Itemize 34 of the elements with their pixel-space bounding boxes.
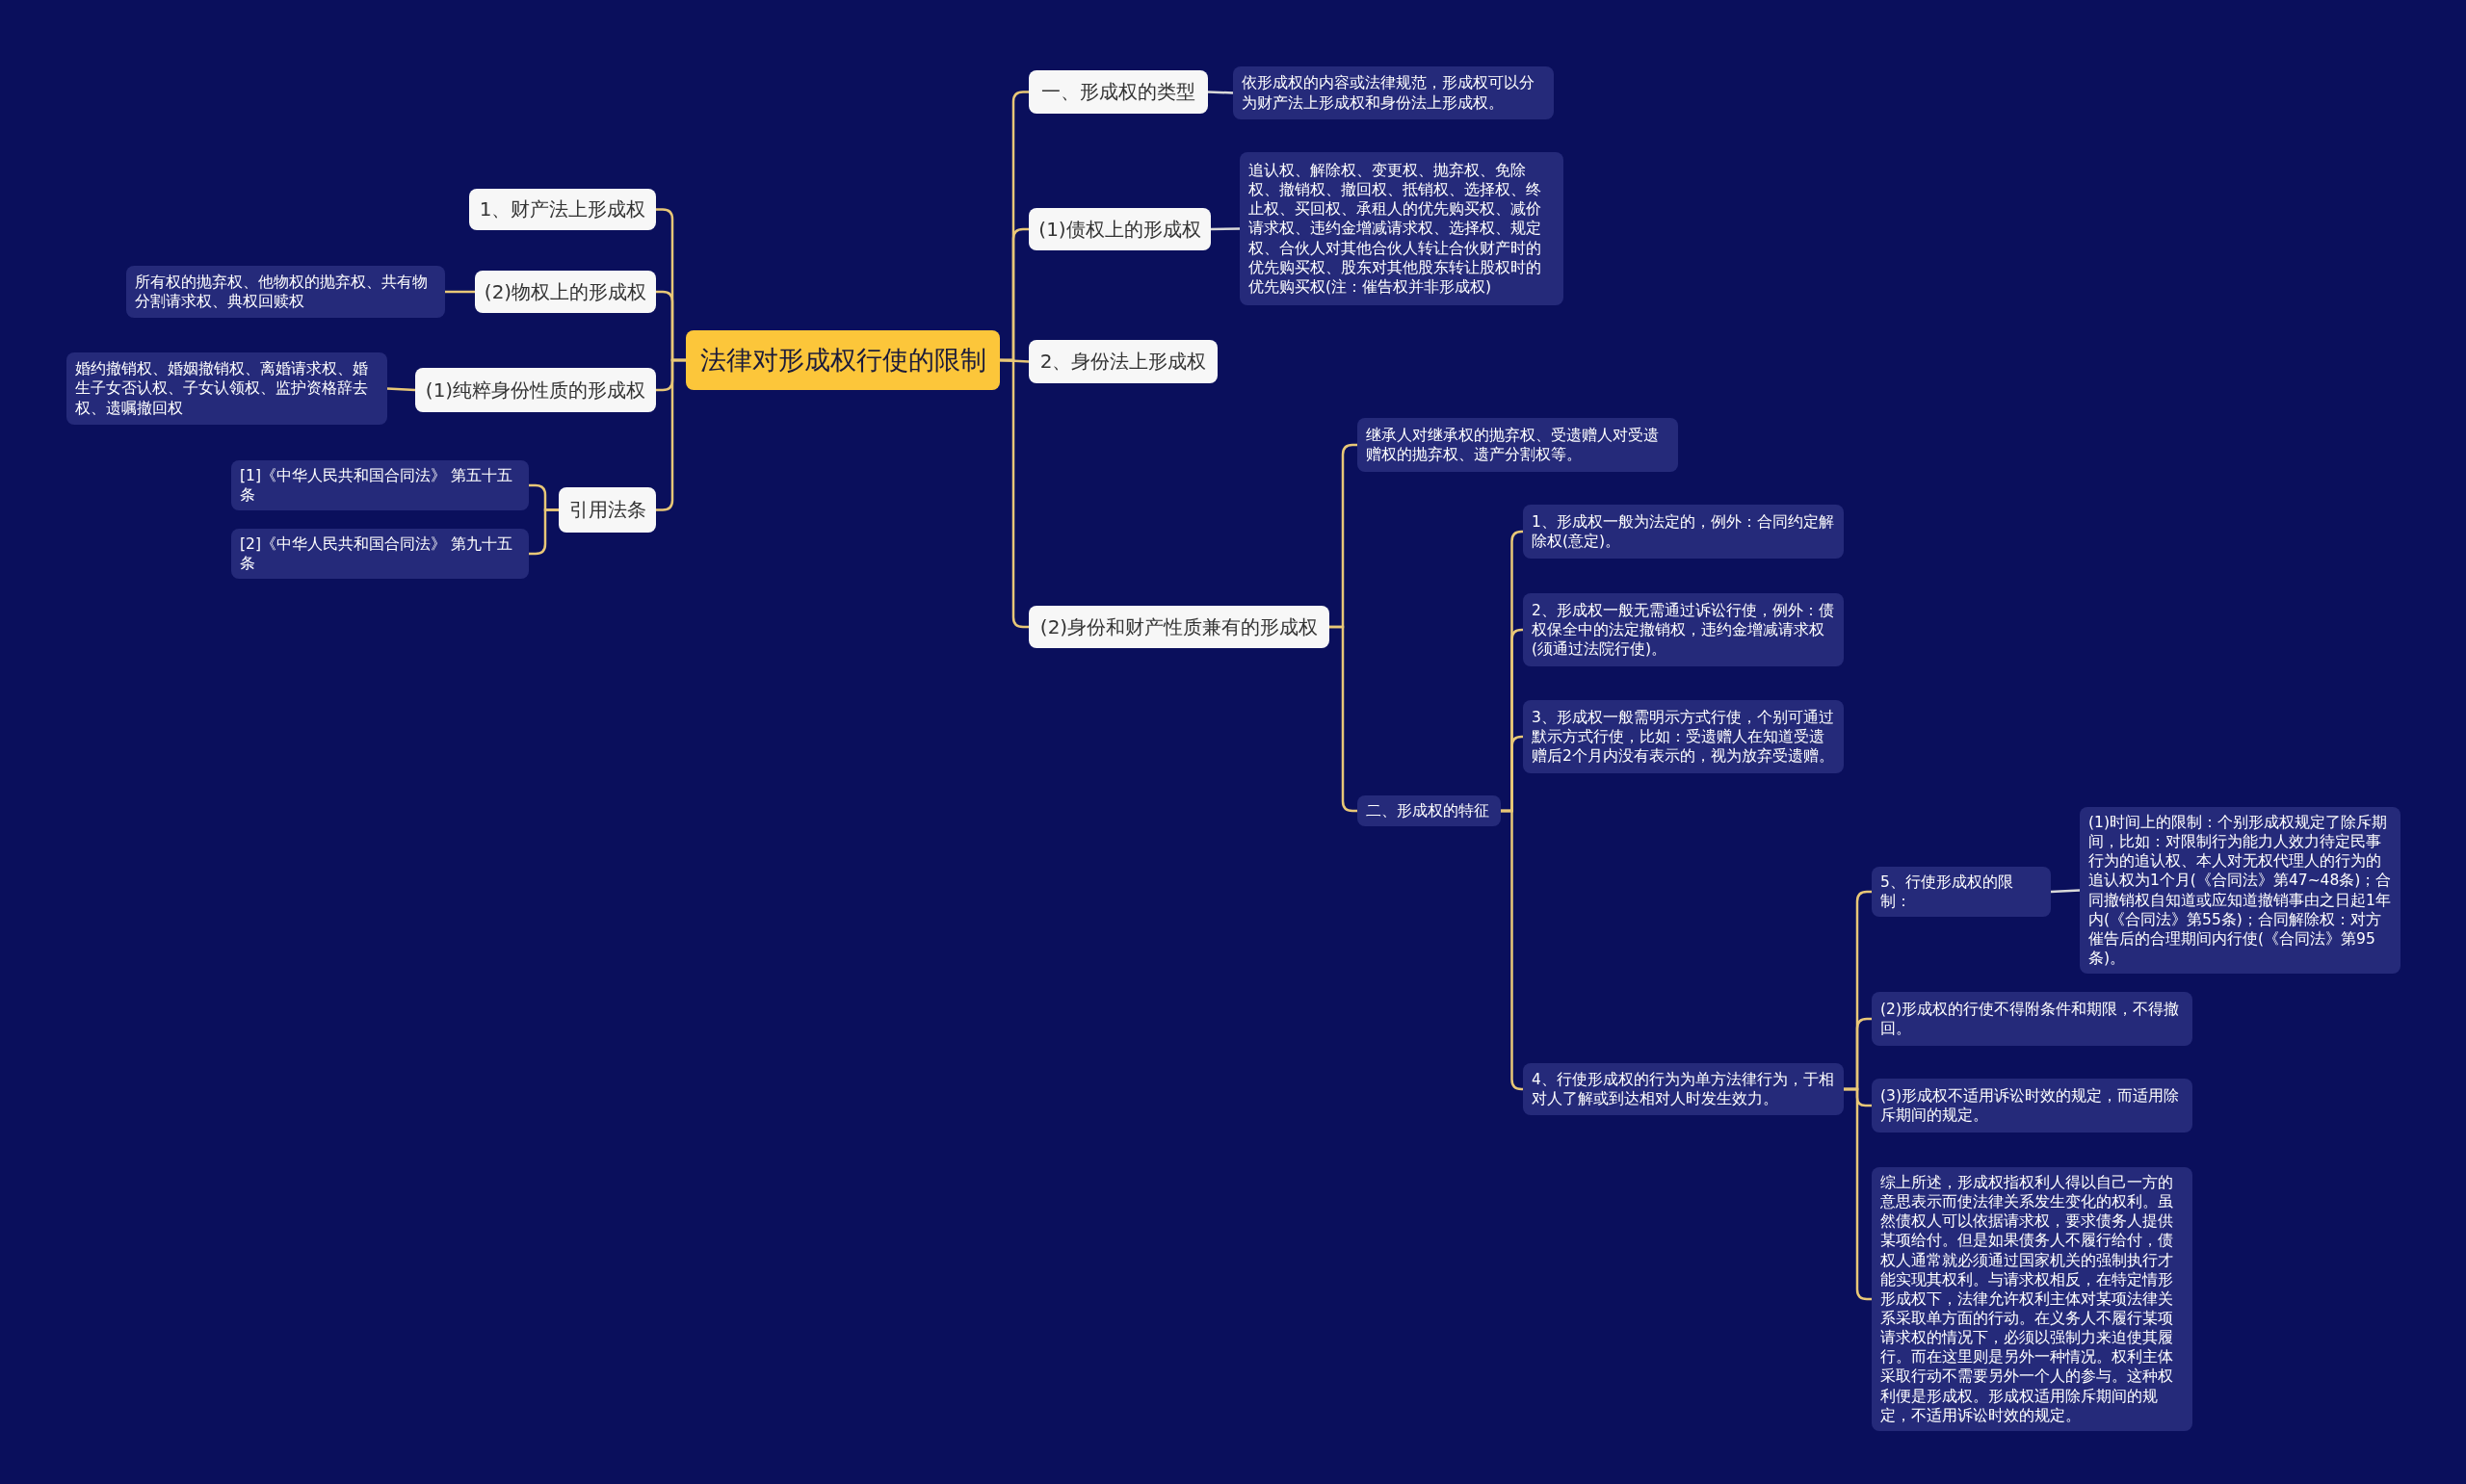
connector-line: [529, 508, 559, 556]
note-box: (3)形成权不适用诉讼时效的规定，而适用除斥期间的规定。: [1872, 1079, 2192, 1133]
note-box: (1)时间上的限制：个别形成权规定了除斥期间，比如：对限制行为能力人效力待定民事行为的追认权、本人对无权代理人的行为的追认权为1个月(《合同法》第47~48条)；合同撤销权自知道或应知道撤销事由之日起1年内(《合同法》第55条)；合同解除权：对方催告后的合理期间内行使(《合同法》第95条)。: [2080, 807, 2400, 975]
connector-line: [445, 290, 475, 294]
topic-box: (2)物权上的形成权: [475, 271, 656, 313]
note-box: 5、行使形成权的限制：: [1872, 867, 2051, 918]
note-box: 继承人对继承权的抛弃权、受遗赠人对受遗赠权的抛弃权、遗产分割权等。: [1357, 418, 1678, 472]
connector-line: [386, 387, 416, 392]
note-box: [1]《中华人民共和国合同法》 第五十五条: [231, 460, 529, 511]
note-box: 3、形成权一般需明示方式行使，个别可通过默示方式行使，比如：受遗赠人在知道受遗赠后2个月内没有表示的，视为放弃受遗赠。: [1523, 700, 1844, 773]
central-topic-box: 法律对形成权行使的限制: [686, 330, 1000, 390]
note-box: 二、形成权的特征: [1357, 795, 1501, 827]
note-box: (2)形成权的行使不得附条件和期限，不得撤回。: [1872, 992, 2192, 1046]
topic-box: 2、身份法上形成权: [1029, 340, 1218, 383]
topic-box: (1)纯粹身份性质的形成权: [415, 368, 656, 412]
connector-line: [1000, 358, 1029, 629]
topic-box: (2)身份和财产性质兼有的形成权: [1029, 606, 1329, 648]
note-box: 1、形成权一般为法定的，例外：合同约定解除权(意定)。: [1523, 505, 1844, 559]
connector-line: [2050, 889, 2081, 894]
note-box: 依形成权的内容或法律规范，形成权可以分为财产法上形成权和身份法上形成权。: [1233, 66, 1554, 119]
connector-line: [1210, 227, 1241, 231]
note-box: 婚约撤销权、婚姻撤销权、离婚请求权、婚生子女否认权、子女认领权、监护资格辞去权、遗嘱撤回权: [66, 352, 387, 425]
topic-box: 引用法条: [559, 487, 656, 533]
note-box: 追认权、解除权、变更权、抛弃权、免除权、撤销权、撤回权、抵销权、选择权、终止权、买回权、承租人的优先购买权、减价请求权、违约金增减请求权、选择权、规定权、合伙人对其他合伙人转让合伙财产时的优先购买权、股东对其他股东转让股权时的优先购买权(注：催告权并非形成权): [1240, 152, 1563, 305]
note-box: 所有权的抛弃权、他物权的抛弃权、共有物分割请求权、典权回赎权: [126, 266, 445, 318]
note-box: 2、形成权一般无需通过诉讼行使，例外：债权保全中的法定撤销权，违约金增减请求权(须通过法院行使)。: [1523, 593, 1844, 666]
note-box: 4、行使形成权的行为为单方法律行为，于相对人了解或到达相对人时发生效力。: [1523, 1063, 1844, 1115]
topic-box: (1)债权上的形成权: [1029, 208, 1211, 250]
note-box: 综上所述，形成权指权利人得以自己一方的意思表示而使法律关系发生变化的权利。虽然债权人可以依据请求权，要求债务人提供某项给付。但是如果债务人不履行给付，债权人通常就必须通过国家机关的强制执行才能实现其权利。与请求权相反，在特定情形形成权下，法律允许权利主体对某项法律关系采取单方面的行动。在义务人不履行某项请求权的情况下，必须以强制力来迫使其履行。而在这里则是另外一种情况。权利主体采取行动不需要另外一个人的参与。这种权利便是形成权。形成权适用除斥期间的规定，不适用诉讼时效的规定。: [1872, 1167, 2192, 1431]
connector-line: [1207, 91, 1234, 94]
topic-box: 1、财产法上形成权: [469, 189, 656, 230]
note-box: [2]《中华人民共和国合同法》 第九十五条: [231, 529, 529, 580]
connector-line: [1501, 809, 1524, 1091]
topic-box: 一、形成权的类型: [1029, 70, 1208, 114]
